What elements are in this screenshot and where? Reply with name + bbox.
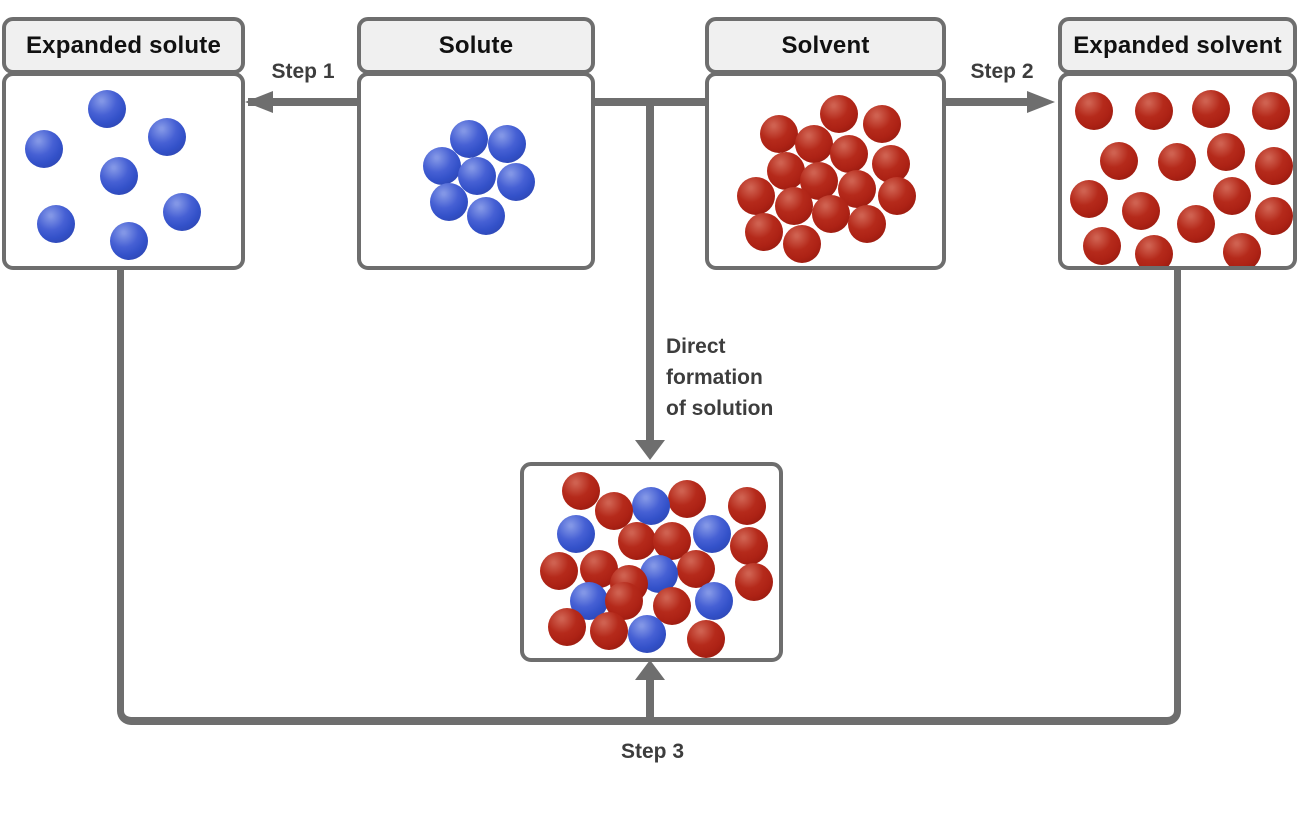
red-particle-sphere [795,125,833,163]
expanded-solvent-header: Expanded solvent [1058,17,1297,74]
solute-box [357,72,595,270]
blue-particle-sphere [458,157,496,195]
expanded-solvent-title: Expanded solvent [1073,31,1282,59]
direct-formation-vertical-line [646,98,654,444]
blue-particle-sphere [488,125,526,163]
red-particle-sphere [1135,92,1173,130]
red-particle-sphere [562,472,600,510]
red-particle-sphere [735,563,773,601]
direct-formation-label: Direct formation of solution [666,335,774,420]
step2-label: Step 2 [970,60,1034,83]
blue-particle-sphere [88,90,126,128]
red-particle-sphere [618,522,656,560]
blue-particle-sphere [148,118,186,156]
blue-particle-sphere [693,515,731,553]
red-particle-sphere [848,205,886,243]
red-particle-sphere [878,177,916,215]
red-particle-sphere [1192,90,1230,128]
connector-top-horizontal-line [248,98,1040,106]
red-particle-sphere [1255,147,1293,185]
red-particle-sphere [820,95,858,133]
step1-label: Step 1 [271,60,335,83]
blue-particle-sphere [163,193,201,231]
red-particle-sphere [863,105,901,143]
blue-particle-sphere [497,163,535,201]
red-particle-sphere [872,145,910,183]
red-particle-sphere [1075,92,1113,130]
red-particle-sphere [1177,205,1215,243]
solvent-header: Solvent [705,17,946,74]
red-particle-sphere [1255,197,1293,235]
expanded-solute-header: Expanded solute [2,17,245,74]
red-particle-sphere [728,487,766,525]
red-particle-sphere [775,187,813,225]
solute-title: Solute [438,31,514,59]
expanded-solute-box [2,72,245,270]
red-particle-sphere [1100,142,1138,180]
solution-box [520,462,783,662]
blue-particle-sphere [632,487,670,525]
step1-arrowhead-left-icon [245,91,273,113]
blue-particle-sphere [467,197,505,235]
red-particle-sphere [1223,233,1261,266]
red-particle-sphere [548,608,586,646]
blue-particle-sphere [557,515,595,553]
red-particle-sphere [668,480,706,518]
red-particle-sphere [1070,180,1108,218]
red-particle-sphere [830,135,868,173]
red-particle-sphere [687,620,725,658]
blue-particle-sphere [37,205,75,243]
red-particle-sphere [783,225,821,263]
red-particle-sphere [677,550,715,588]
blue-particle-sphere [430,183,468,221]
solvent-box [705,72,946,270]
step3-arrowhead-up-icon [635,660,665,680]
blue-particle-sphere [423,147,461,185]
step2-arrowhead-right-icon [1027,91,1055,113]
step3-arrow-stem-line [646,678,654,722]
red-particle-sphere [737,177,775,215]
red-particle-sphere [730,527,768,565]
blue-particle-sphere [628,615,666,653]
red-particle-sphere [1252,92,1290,130]
red-particle-sphere [590,612,628,650]
red-particle-sphere [745,213,783,251]
red-particle-sphere [540,552,578,590]
solute-header: Solute [357,17,595,74]
blue-particle-sphere [25,130,63,168]
solvent-title: Solvent [781,31,870,59]
red-particle-sphere [1213,177,1251,215]
blue-particle-sphere [110,222,148,260]
red-particle-sphere [1083,227,1121,265]
red-particle-sphere [1158,143,1196,181]
red-particle-sphere [1135,235,1173,266]
expanded-solvent-box [1058,72,1297,270]
red-particle-sphere [767,152,805,190]
step3-label: Step 3 [620,740,685,763]
red-particle-sphere [1122,192,1160,230]
blue-particle-sphere [695,582,733,620]
red-particle-sphere [760,115,798,153]
blue-particle-sphere [450,120,488,158]
expanded-solute-title: Expanded solute [25,31,222,59]
direct-formation-arrowhead-down-icon [635,440,665,460]
blue-particle-sphere [100,157,138,195]
red-particle-sphere [1207,133,1245,171]
red-particle-sphere [812,195,850,233]
